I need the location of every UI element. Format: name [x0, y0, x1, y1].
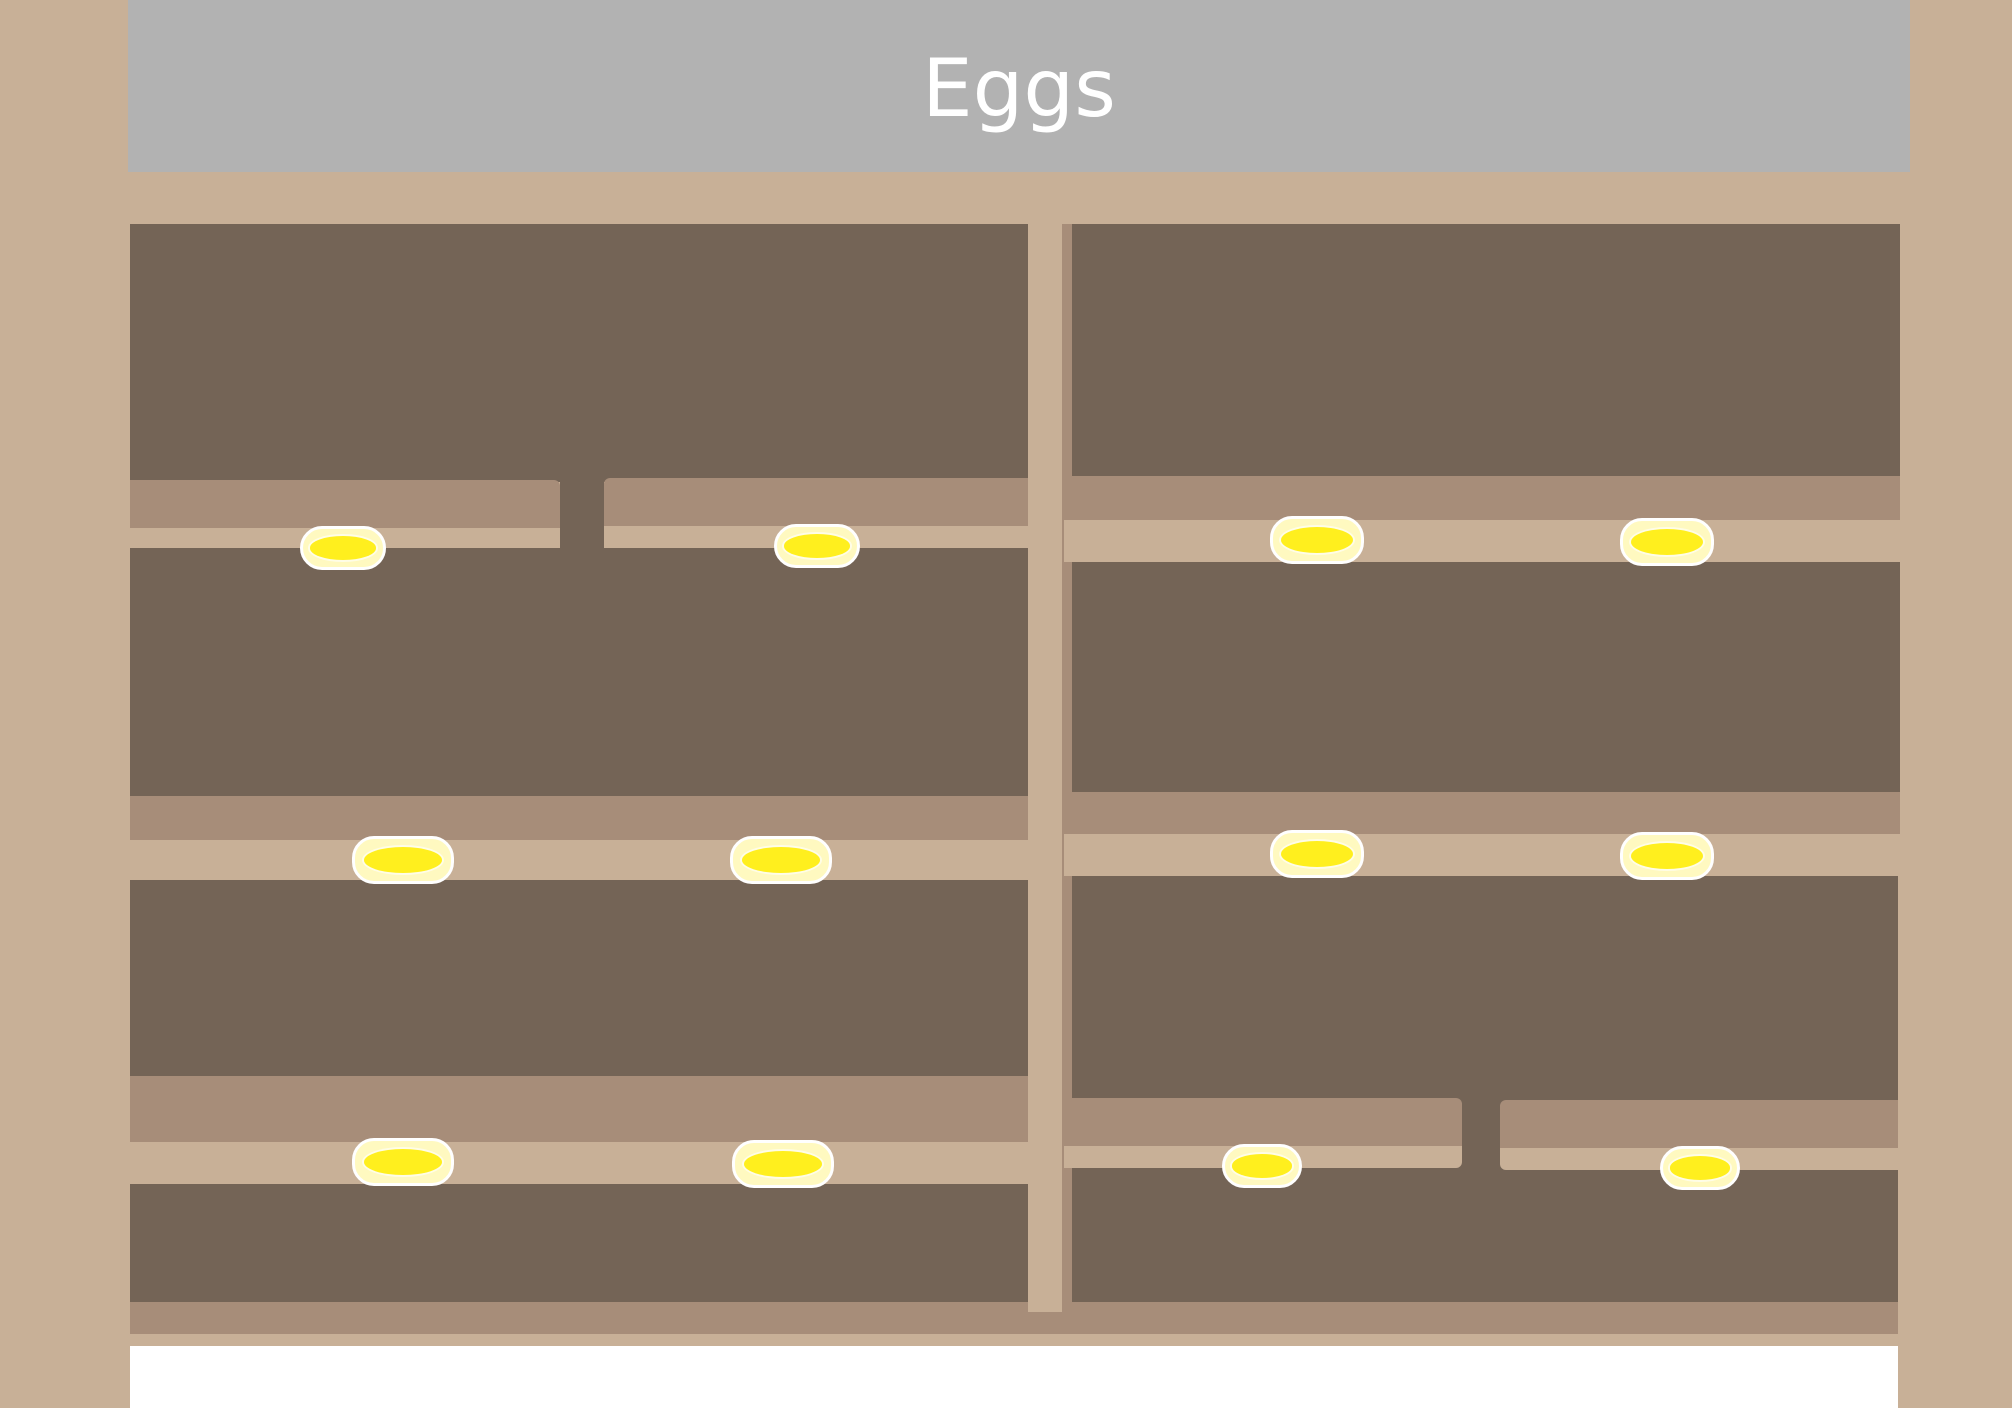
light-bulb-icon: [310, 536, 376, 560]
light-7[interactable]: [1270, 516, 1364, 564]
shelf-plank-left-2: [130, 796, 1028, 840]
light-5[interactable]: [352, 1138, 454, 1186]
light-2[interactable]: [774, 524, 860, 568]
shelf-plank-left-1a: [130, 480, 560, 528]
light-bulb-icon: [1630, 842, 1704, 870]
right-compartment-2: [1072, 562, 1900, 792]
shelf-beam-left-3: [130, 1142, 1028, 1184]
light-1[interactable]: [300, 526, 386, 570]
shelf-plank-left-3: [130, 1076, 1028, 1142]
left-compartment-1: [130, 224, 1028, 482]
light-bulb-icon: [1280, 840, 1354, 868]
left-compartment-3: [130, 880, 1028, 1076]
light-4[interactable]: [730, 836, 832, 884]
shelf-plank-right-2: [1064, 792, 1900, 834]
light-11[interactable]: [1222, 1144, 1302, 1188]
header-bar: Eggs: [128, 0, 1910, 172]
light-10[interactable]: [1620, 832, 1714, 880]
light-bulb-icon: [741, 846, 821, 874]
left-compartment-2: [130, 548, 1028, 796]
light-bulb-icon: [784, 534, 850, 558]
shelf-plank-left-1b: [604, 478, 1028, 526]
shelf-beam-left-2: [130, 840, 1028, 880]
right-compartment-3: [1072, 876, 1898, 1302]
light-3[interactable]: [352, 836, 454, 884]
center-divider-shadow: [1062, 224, 1072, 1312]
light-bulb-icon: [1231, 1154, 1293, 1178]
shelf-gap: [560, 480, 604, 550]
shelf-plank-right-3b: [1500, 1100, 1898, 1148]
floor-area: [130, 1346, 1898, 1408]
light-bulb-icon: [1630, 528, 1704, 556]
left-compartment-4: [130, 1184, 1028, 1302]
top-beam: [128, 172, 1910, 224]
light-6[interactable]: [732, 1140, 834, 1188]
light-12[interactable]: [1660, 1146, 1740, 1190]
shelf-beam-right-1: [1064, 520, 1900, 562]
shelf-plank-bottom: [130, 1302, 1898, 1334]
light-bulb-icon: [363, 846, 443, 874]
center-divider: [1028, 224, 1062, 1312]
light-8[interactable]: [1620, 518, 1714, 566]
shelf-plank-right-1: [1064, 476, 1900, 520]
light-bulb-icon: [363, 1148, 443, 1176]
shelf-plank-right-3a: [1064, 1098, 1462, 1146]
light-9[interactable]: [1270, 830, 1364, 878]
light-bulb-icon: [743, 1150, 823, 1178]
right-compartment-1: [1072, 224, 1900, 476]
light-bulb-icon: [1669, 1156, 1731, 1180]
shelf-beam-right-2: [1064, 834, 1900, 876]
page-title: Eggs: [922, 42, 1116, 135]
light-bulb-icon: [1280, 526, 1354, 554]
